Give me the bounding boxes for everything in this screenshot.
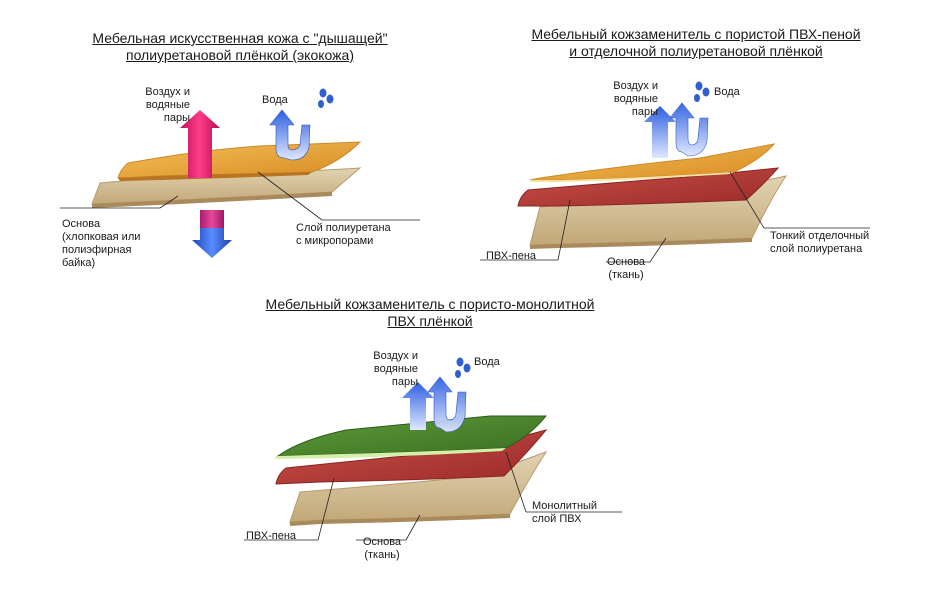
diagram-3-graphic bbox=[244, 357, 622, 541]
diagram-3-label-layer: Монолитный слой ПВХ bbox=[532, 500, 598, 525]
diagram-1-graphic bbox=[60, 88, 420, 258]
water-drops-icon bbox=[318, 88, 334, 108]
diagram-2-label-foam: ПВХ-пена bbox=[486, 250, 537, 262]
diagram-3-label-base: Основа (ткань) bbox=[362, 536, 402, 561]
water-drops-icon bbox=[694, 81, 710, 102]
diagram-1-label-water: Вода bbox=[262, 94, 288, 106]
diagram-3-label-water: Вода bbox=[474, 356, 500, 368]
diagram-1-label-layer: Слой полиуретана с микропорами bbox=[296, 222, 391, 247]
diagram-2-label-base: Основа (ткань) bbox=[606, 256, 646, 281]
diagram-2-graphic bbox=[480, 81, 870, 263]
diagram-2-title: Мебельный кожзаменитель с пористой ПВХ-п… bbox=[531, 26, 861, 59]
diagram-3-label-air: Воздух и водяные пары bbox=[373, 350, 418, 388]
diagram-3-label-foam: ПВХ-пена bbox=[246, 530, 297, 542]
diagram-2-label-air: Воздух и водяные пары bbox=[613, 80, 658, 118]
diagram-2-label-layer: Тонкий отделочный слой полиуретана bbox=[770, 230, 870, 255]
diagram-3-title: Мебельный кожзаменитель с пористо-моноли… bbox=[265, 296, 595, 329]
diagram-1-label-air: Воздух и водяные пары bbox=[145, 86, 190, 124]
diagram-1-label-base: Основа (хлопковая или полиэфирная байка) bbox=[62, 218, 141, 269]
diagram-1-title: Мебельная искусственная кожа с "дышащей"… bbox=[92, 30, 388, 63]
water-drops-icon bbox=[455, 357, 471, 378]
diagram-2-label-water: Вода bbox=[714, 86, 740, 98]
